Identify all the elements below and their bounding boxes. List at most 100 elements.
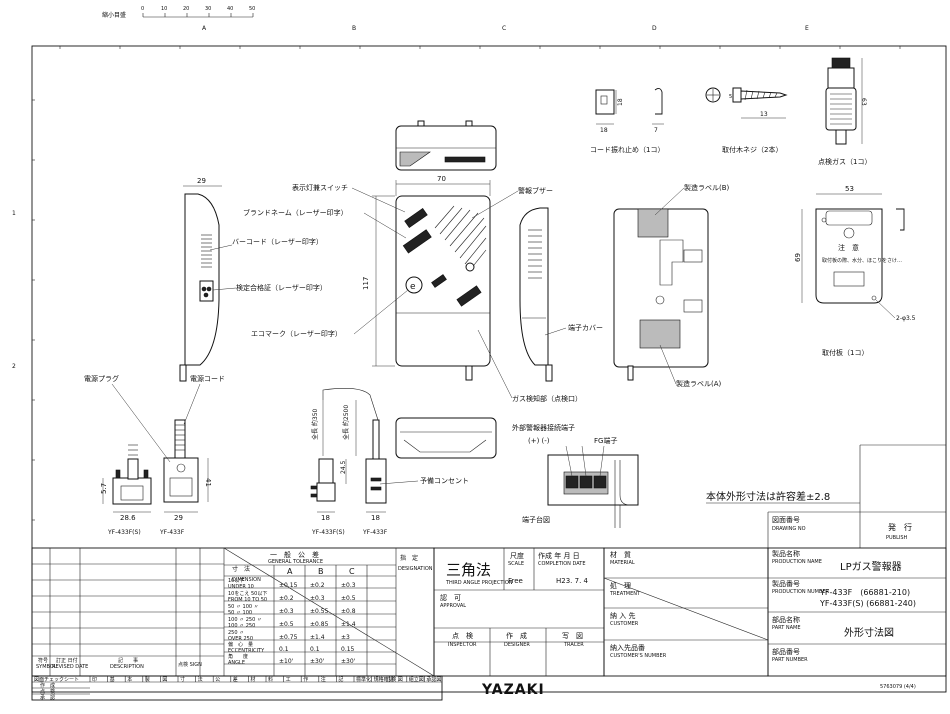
dim-69: 69: [794, 253, 802, 262]
front-view: 70 117 e: [362, 175, 491, 381]
scale-tick: 50: [249, 6, 255, 12]
label-alarm-buzzer: 警報ブザー: [518, 186, 553, 195]
customer-en: CUSTOMER: [610, 621, 639, 627]
label-barcode: バーコード（レーザー印字）: [232, 237, 323, 246]
part-no-label: 部品番号: [772, 647, 800, 656]
tol-row-dim: 100 〃 250 〃: [228, 617, 262, 623]
model-d: YF-433F: [362, 529, 388, 536]
tol-cell-b: ±0.2: [310, 582, 325, 589]
zone-c: C: [502, 25, 506, 32]
label-mfg-label-b: 製造ラベル(B): [684, 183, 730, 192]
product-name-label: 製品名称: [772, 549, 800, 558]
dim-53: 53: [845, 185, 854, 193]
scale-tick: 40: [227, 6, 233, 12]
customer-label: 納 入 先: [610, 611, 635, 620]
check-sheet-cell: 記: [338, 676, 343, 683]
label-ext-terminal-pm: (+) (-): [528, 437, 550, 445]
label-power-cord: 電源コード: [190, 374, 225, 383]
label-display-switch: 表示灯兼スイッチ: [292, 183, 348, 192]
zone-e: E: [805, 25, 809, 32]
frame-ticks: [32, 46, 901, 521]
label-terminal-cover: 端子カバー: [568, 323, 603, 332]
tol-cell-b: ±0.3: [310, 595, 325, 602]
tol-title-en: GENERAL TOLERANCE: [268, 559, 323, 565]
scale-tick: 30: [205, 6, 211, 12]
rev-desc: 記 事: [118, 657, 138, 664]
tol-row-dim-en: ECCENTRICITY: [228, 648, 265, 654]
tolerance-table: 一 般 公 差 GENERAL TOLERANCE 寸 法 DIMENSION …: [31, 547, 435, 677]
tol-cell-a: ±10': [279, 658, 294, 665]
tol-row-dim: 250 〃: [228, 630, 244, 636]
drawing-frame: [31, 45, 947, 693]
approval-label: 認 可: [440, 593, 461, 602]
tol-head-left: 寸 法: [232, 565, 250, 573]
dim-41: 41: [204, 478, 212, 487]
inspector-label: 点 検: [452, 631, 473, 640]
projection-en: THIRD ANGLE PROJECTION: [445, 580, 513, 586]
side-row: 承 認: [40, 694, 55, 701]
check-sheet: [31, 675, 443, 701]
dim-2350: 全長 約350: [311, 408, 319, 440]
tol-class-c: C: [349, 567, 355, 576]
tol-designation-en: DESIGNATION: [398, 566, 433, 572]
tol-row-dim-en: ANGLE: [228, 660, 245, 666]
check-sheet-cell: 料: [268, 676, 273, 683]
dim-29b: 29: [174, 514, 183, 522]
rev-sign: 点検 SIGN: [178, 661, 202, 668]
tol-cell-c: ±1.4: [341, 621, 356, 628]
tol-row-dim-en: 100 〃 250: [228, 623, 255, 629]
tol-cell-b: 0.1: [310, 646, 320, 653]
tol-cell-c: ±0.8: [341, 608, 356, 615]
top-view: [395, 120, 497, 171]
label-brand-name: ブランドネーム（レーザー印字）: [243, 208, 348, 217]
check-sheet-cell: 承認図: [426, 676, 441, 683]
product-no-label: 製品番号: [772, 579, 800, 588]
doc-number: 5763079 (4/4): [880, 684, 916, 690]
check-sheet-cell: 組立図: [409, 676, 424, 683]
product-no-1: YF-433F (66881-210): [819, 588, 910, 597]
mounting-plate: 53 69 注 意 取付板の際、水分、ほこりをさけ…: [794, 185, 905, 304]
title-block: [433, 547, 947, 677]
date-label: 作成 年 月 日: [538, 551, 580, 560]
side-row: 作 成: [40, 682, 55, 689]
product-no-en: PRODUCTION NUMBER: [772, 589, 830, 595]
dim-7: 7: [654, 127, 658, 134]
model-c: YF-433F(S): [311, 529, 345, 536]
scale-tick: 20: [183, 6, 189, 12]
tol-cell-b: ±0.55: [310, 608, 329, 615]
tol-class-b: B: [318, 567, 324, 576]
label-mfg-label-a: 製造ラベル(A): [676, 379, 722, 388]
tol-cell-a: ±0.3: [279, 608, 294, 615]
drawing-no-label: 図面番号: [772, 516, 800, 524]
model-b: YF-433F: [159, 529, 185, 536]
dim-13: 13: [760, 111, 768, 118]
tol-cell-a: ±0.5: [279, 621, 294, 628]
part-no-en: PART NUMBER: [772, 657, 808, 663]
tol-row-dim: 10以下: [228, 578, 244, 584]
tol-row-dim-en: OVER 250: [228, 636, 253, 642]
check-sheet-cell: 基: [110, 676, 115, 683]
side-row: 点 検: [40, 688, 55, 695]
tol-row-dim: 角 度: [228, 653, 248, 660]
check-sheet-cell: 差: [233, 676, 238, 683]
tol-cell-a: ±0.75: [279, 634, 298, 641]
check-sheet-cell: 寸: [180, 676, 185, 683]
tol-cell-a: ±0.2: [279, 595, 294, 602]
check-sheet-cell: 法: [198, 676, 203, 683]
dim-5: 5: [729, 94, 732, 100]
tol-row-dim-en: FROM 10 TO 50: [228, 597, 267, 603]
tol-row-dim: 50 〃 100 〃: [228, 604, 259, 610]
zone-a: A: [202, 25, 207, 32]
rev-date-en: REVISED DATE: [52, 664, 88, 670]
label-gas-detect: ガス検知部（点検口）: [512, 394, 582, 403]
issue-en: PUBLISH: [886, 535, 908, 541]
check-sheet-cell: 製: [145, 676, 150, 683]
rev-symbol-en: SYMBOL: [36, 664, 57, 670]
tol-cell-b: ±1.4: [310, 634, 325, 641]
plug-433fs: 28.6 5.7: [100, 444, 152, 522]
treatment-en: TREATMENT: [609, 591, 641, 597]
dim-18b: 18: [600, 127, 608, 134]
scale-title-en: SCALE: [508, 561, 524, 567]
tol-cell-a: ±0.15: [279, 582, 298, 589]
